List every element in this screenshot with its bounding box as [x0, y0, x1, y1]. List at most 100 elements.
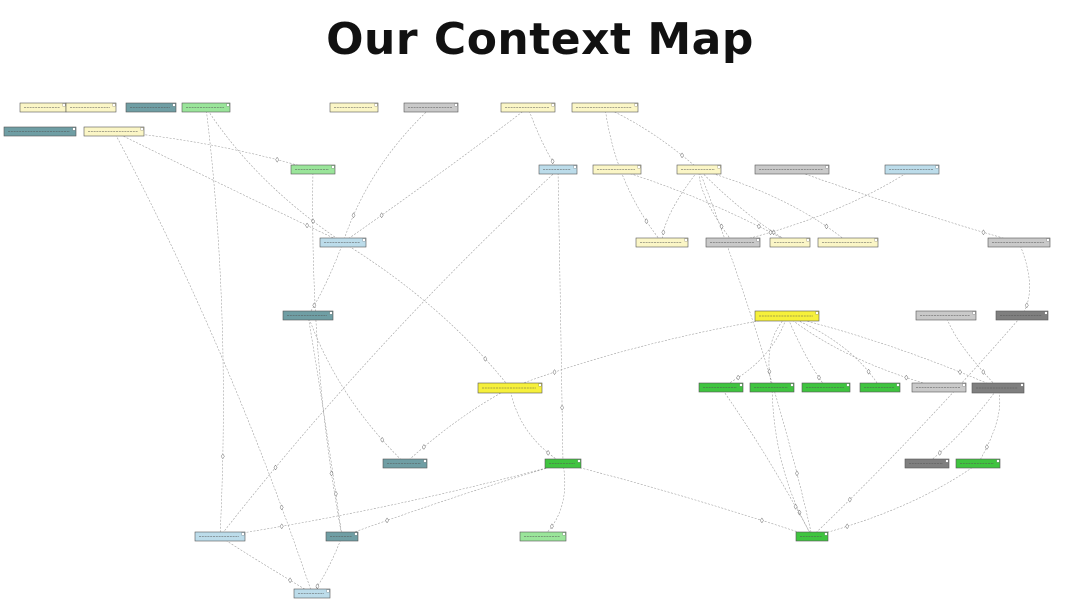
dependency-edge: [219, 536, 313, 594]
dependency-edge: [342, 107, 432, 243]
bounded-context-node: [987, 237, 1051, 248]
context-corner-icon: [684, 238, 688, 242]
bounded-context-node: [181, 102, 231, 113]
bounded-context-node: [538, 164, 578, 175]
relationship-marker: [981, 229, 986, 236]
bounded-context-node: [477, 382, 543, 394]
relationship-marker: [550, 158, 555, 165]
bounded-context-node: [3, 126, 77, 137]
context-corner-icon: [815, 311, 819, 315]
dependency-edge: [811, 463, 979, 537]
context-corner-icon: [326, 589, 330, 593]
context-corner-icon: [846, 383, 850, 387]
relationship-marker: [759, 517, 764, 524]
bounded-context-node: [817, 237, 879, 248]
bounded-context-node: [915, 310, 977, 321]
dependency-edge: [509, 387, 564, 464]
context-corner-icon: [825, 165, 829, 169]
relationship-marker: [351, 212, 356, 219]
context-corner-icon: [790, 383, 794, 387]
dependency-edge: [661, 169, 700, 243]
relationship-marker: [329, 470, 334, 477]
relationship-marker: [483, 355, 488, 362]
relationship-marker: [817, 374, 821, 381]
relationship-marker: [273, 464, 278, 471]
relationship-marker: [680, 152, 684, 159]
context-corner-icon: [945, 459, 949, 463]
context-corner-icon: [62, 103, 66, 107]
bounded-context-node: [676, 164, 722, 175]
dependency-edge: [791, 169, 1020, 243]
bounded-context-node: [571, 102, 639, 113]
relationship-marker: [736, 374, 741, 381]
relationship-marker: [1024, 302, 1029, 309]
dependency-edge: [786, 315, 940, 388]
dependency-edge: [509, 315, 788, 389]
bounded-context-node: [325, 531, 359, 542]
context-corner-icon: [874, 238, 878, 242]
context-corner-icon: [112, 103, 116, 107]
relationship-marker: [985, 443, 989, 450]
dependency-edge: [811, 315, 1023, 537]
context-corner-icon: [1044, 311, 1048, 315]
dependency-edge: [113, 131, 313, 594]
dependency-edge: [219, 463, 564, 537]
bounded-context-node: [125, 102, 177, 113]
context-corner-icon: [896, 383, 900, 387]
context-box: [971, 382, 1025, 394]
context-corner-icon: [972, 311, 976, 315]
context-box: [995, 310, 1049, 321]
context-corner-icon: [329, 311, 333, 315]
context-corner-icon: [573, 165, 577, 169]
relationship-marker: [793, 503, 798, 510]
relationship-marker: [422, 443, 426, 450]
context-corner-icon: [1020, 383, 1024, 387]
context-corner-icon: [538, 383, 542, 387]
relationship-marker: [279, 523, 284, 530]
relationship-marker: [768, 229, 773, 236]
dependency-edge: [113, 131, 314, 170]
bounded-context-node: [749, 382, 795, 393]
dependency-edge: [698, 169, 813, 537]
dependency-edge: [342, 107, 529, 243]
dependency-edge: [771, 387, 813, 537]
relationship-marker: [795, 470, 799, 477]
context-corner-icon: [72, 127, 76, 131]
context-corner-icon: [577, 459, 581, 463]
bounded-context-node: [635, 237, 689, 248]
bounded-context-node: [329, 102, 379, 113]
context-corner-icon: [637, 165, 641, 169]
bounded-context-node: [955, 458, 1001, 469]
relationship-marker: [550, 523, 554, 530]
context-corner-icon: [634, 103, 638, 107]
relationship-marker: [546, 449, 551, 456]
bounded-context-node: [698, 382, 744, 393]
relationship-marker: [981, 369, 986, 375]
context-corner-icon: [226, 103, 230, 107]
dependency-edge: [113, 131, 344, 243]
dependency-edge: [205, 107, 344, 243]
relationship-marker: [275, 156, 280, 163]
dependency-edge: [926, 387, 999, 464]
bounded-context-node: [319, 237, 367, 248]
context-corner-icon: [739, 383, 743, 387]
relationship-marker: [315, 583, 320, 590]
context-box: [635, 237, 689, 248]
context-corner-icon: [374, 103, 378, 107]
relationship-marker: [379, 212, 384, 219]
context-corner-icon: [354, 532, 358, 536]
context-corner-icon: [241, 532, 245, 536]
dependency-edge: [786, 315, 999, 389]
bounded-context-node: [884, 164, 940, 175]
context-corner-icon: [806, 238, 810, 242]
bounded-context-node: [995, 310, 1049, 321]
relationship-marker: [719, 223, 724, 230]
relationship-marker: [385, 517, 389, 524]
bounded-context-node: [544, 458, 582, 469]
context-corner-icon: [362, 238, 366, 242]
dependency-edge: [542, 463, 566, 537]
bounded-context-node: [403, 102, 459, 113]
relationship-marker: [797, 509, 802, 516]
dependency-edge: [341, 463, 564, 537]
relationship-marker: [756, 223, 761, 230]
